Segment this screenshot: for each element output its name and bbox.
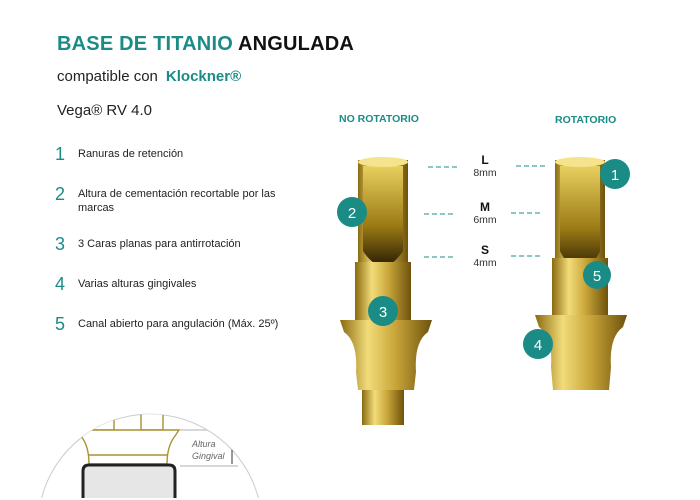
badge-4: 4 <box>534 337 542 354</box>
badge-5: 5 <box>593 268 601 285</box>
header-no-rotatorio: NO ROTATORIO <box>339 113 419 125</box>
abutment-rotatorio <box>535 157 627 390</box>
brand-name: Klockner® <box>165 68 242 85</box>
header-rotatorio: ROTATORIO <box>555 114 617 126</box>
model-name: Vega® RV 4.0 <box>57 102 153 119</box>
badge-2: 2 <box>348 205 356 222</box>
gingival-height-diagram: Altura Gingival <box>41 413 259 499</box>
badge-3: 3 <box>379 304 387 321</box>
page-title: BASE DE TITANIO ANGULADA <box>57 33 355 55</box>
size-markers <box>424 165 546 258</box>
badges <box>337 159 630 359</box>
altura-label: Altura <box>191 439 216 449</box>
badge-1: 1 <box>611 167 619 184</box>
gingival-label: Gingival <box>192 451 226 461</box>
abutment-no-rotatorio <box>340 157 432 425</box>
